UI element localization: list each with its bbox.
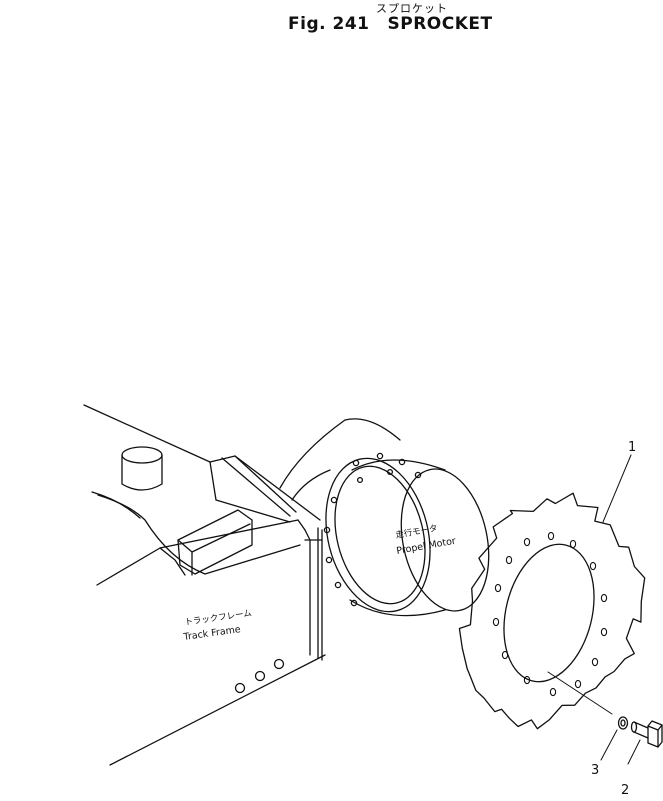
leader-lines	[547, 454, 641, 765]
callout-1: 1	[628, 440, 636, 455]
propel-motor	[279, 418, 490, 617]
figure-name: SPROCKET	[387, 14, 493, 34]
sprocket-outline	[458, 492, 646, 730]
callout-2: 2	[621, 783, 629, 798]
sprocket	[458, 492, 646, 730]
sprocket-bore	[503, 543, 595, 683]
figure-number: Fig. 241	[288, 14, 370, 34]
figure-title: Fig. 241 SPROCKET	[288, 14, 493, 34]
callout-3: 3	[591, 763, 599, 778]
sprocket-bolt-holes	[492, 531, 608, 697]
title-japanese: スプロケット	[376, 2, 448, 15]
bolt	[630, 720, 663, 748]
frame-label-jp: トラックフレーム	[184, 609, 252, 628]
washer	[617, 716, 629, 730]
track-frame	[83, 404, 326, 766]
